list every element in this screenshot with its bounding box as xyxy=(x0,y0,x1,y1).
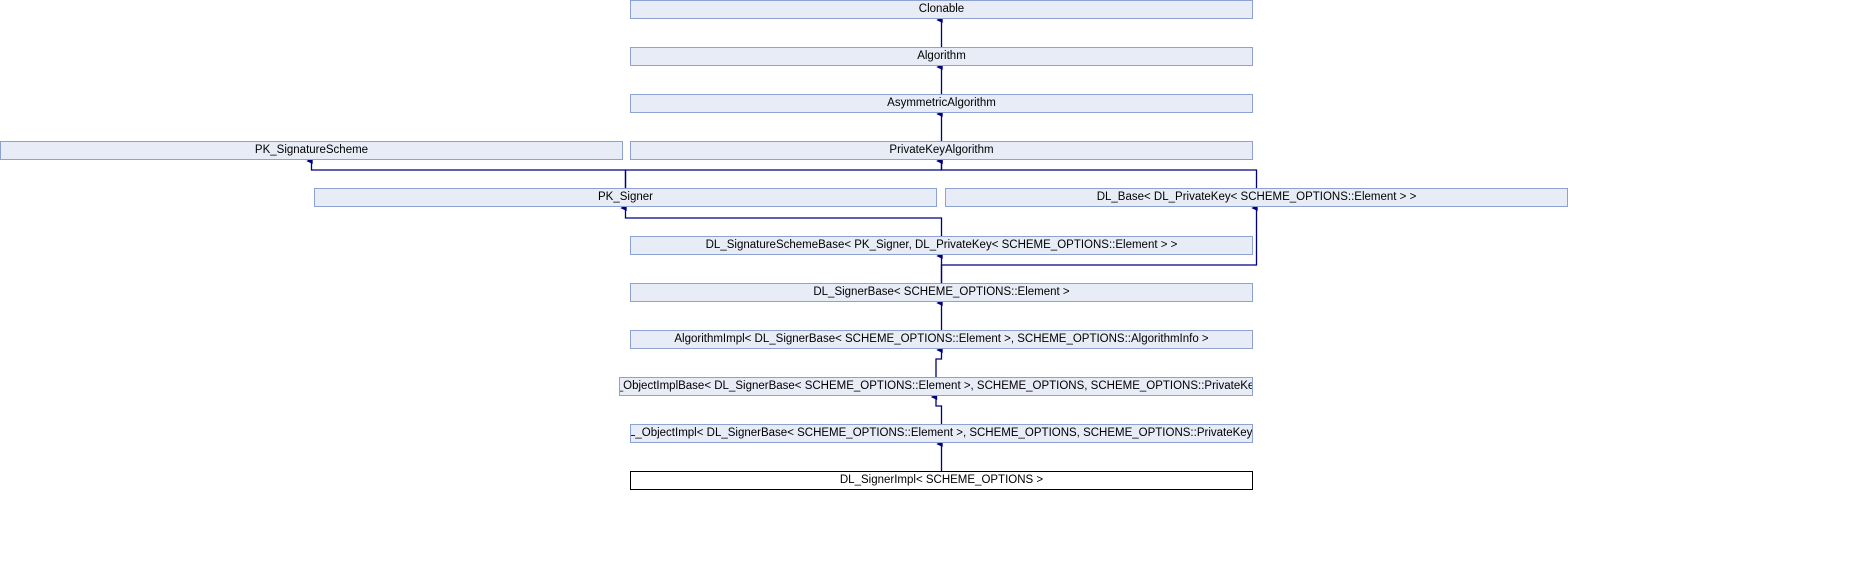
inheritance-arrow-pk-signer-to-pk-signature-scheme xyxy=(306,158,627,188)
class-node-asymmetric-algorithm[interactable]: AsymmetricAlgorithm xyxy=(630,94,1253,113)
class-node-pk-signature-scheme[interactable]: PK_SignatureScheme xyxy=(0,141,623,160)
class-node-dl-signature-scheme-base[interactable]: DL_SignatureSchemeBase< PK_Signer, DL_Pr… xyxy=(630,236,1253,255)
class-node-label: DL_ObjectImplBase< DL_SignerBase< SCHEME… xyxy=(619,379,1253,392)
class-node-dl-object-impl-base[interactable]: DL_ObjectImplBase< DL_SignerBase< SCHEME… xyxy=(619,377,1253,396)
inheritance-arrow-dl-signature-scheme-base-to-pk-signer xyxy=(620,205,943,236)
class-node-label: DL_SignatureSchemeBase< PK_Signer, DL_Pr… xyxy=(705,238,1178,251)
class-node-label: DL_SignerBase< SCHEME_OPTIONS::Element > xyxy=(813,285,1070,298)
class-node-clonable[interactable]: Clonable xyxy=(630,0,1253,19)
class-node-private-key-algorithm[interactable]: PrivateKeyAlgorithm xyxy=(630,141,1253,160)
class-node-pk-signer[interactable]: PK_Signer xyxy=(314,188,937,207)
class-node-dl-base[interactable]: DL_Base< DL_PrivateKey< SCHEME_OPTIONS::… xyxy=(945,188,1568,207)
inheritance-arrow-dl-object-impl-to-dl-object-impl-base xyxy=(930,394,943,424)
class-node-algorithm-impl[interactable]: AlgorithmImpl< DL_SignerBase< SCHEME_OPT… xyxy=(630,330,1253,349)
class-node-label: AsymmetricAlgorithm xyxy=(887,96,996,109)
class-node-dl-object-impl[interactable]: DL_ObjectImpl< DL_SignerBase< SCHEME_OPT… xyxy=(630,424,1253,443)
class-node-label: DL_Base< DL_PrivateKey< SCHEME_OPTIONS::… xyxy=(1096,190,1417,203)
inheritance-arrow-dl-base-to-private-key-algorithm xyxy=(936,158,1258,188)
class-node-label: Algorithm xyxy=(917,49,966,62)
inheritance-arrow-pk-signer-to-private-key-algorithm xyxy=(624,158,943,188)
class-node-dl-signer-impl[interactable]: DL_SignerImpl< SCHEME_OPTIONS > xyxy=(630,471,1253,490)
class-node-label: DL_SignerImpl< SCHEME_OPTIONS > xyxy=(839,473,1044,486)
class-node-label: Clonable xyxy=(918,2,965,15)
class-node-label: PrivateKeyAlgorithm xyxy=(889,143,994,156)
class-node-label: AlgorithmImpl< DL_SignerBase< SCHEME_OPT… xyxy=(674,332,1209,345)
class-node-label: DL_ObjectImpl< DL_SignerBase< SCHEME_OPT… xyxy=(630,426,1253,439)
class-node-algorithm[interactable]: Algorithm xyxy=(630,47,1253,66)
class-node-label: PK_Signer xyxy=(598,190,653,203)
class-node-dl-signer-base[interactable]: DL_SignerBase< SCHEME_OPTIONS::Element > xyxy=(630,283,1253,302)
class-node-label: PK_SignatureScheme xyxy=(254,143,369,156)
inheritance-arrow-dl-object-impl-base-to-algorithm-impl xyxy=(935,347,943,377)
